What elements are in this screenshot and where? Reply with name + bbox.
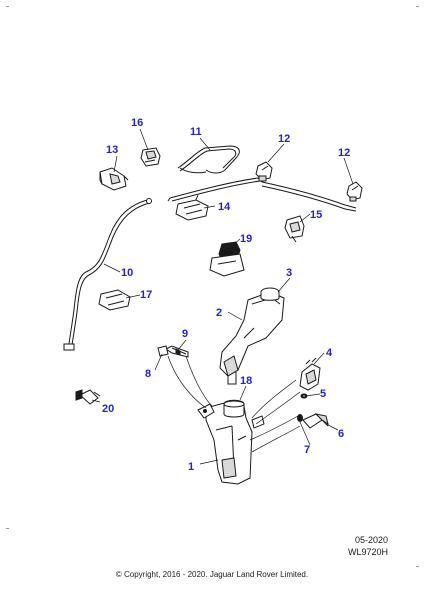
callout-17: 17 — [140, 289, 152, 301]
clip-part-16 — [140, 147, 161, 167]
bracket-part-17 — [98, 289, 131, 311]
date-code: 05-2020 — [354, 535, 388, 545]
bolt-part-9 — [165, 345, 189, 358]
hose-part-11 — [167, 145, 357, 212]
callout-13: 13 — [106, 144, 118, 156]
bracket-part-14 — [175, 194, 209, 221]
callout-12a: 12 — [278, 133, 290, 145]
callout-5: 5 — [320, 388, 326, 400]
nozzle-part-20 — [75, 389, 101, 405]
callout-4: 4 — [326, 347, 333, 359]
sensor-part-6 — [302, 413, 329, 429]
callout-10: 10 — [121, 267, 133, 279]
callout-12b: 12 — [338, 147, 350, 159]
jet-connector-12a — [255, 161, 273, 182]
corner-mark — [416, 566, 419, 567]
callout-20: 20 — [102, 403, 114, 415]
callout-2: 2 — [216, 307, 222, 319]
reservoir-part-1 — [197, 399, 265, 485]
drawing-reference: WL9720H — [347, 547, 388, 557]
callout-9: 9 — [182, 328, 188, 340]
bracket-part-19 — [209, 241, 245, 277]
corner-mark — [6, 528, 9, 529]
callout-8: 8 — [145, 368, 151, 380]
jet-connector-12b — [346, 181, 363, 202]
filler-neck-part-2 — [219, 291, 285, 385]
filler-cap-part-3 — [260, 287, 280, 301]
callout-18: 18 — [240, 375, 252, 387]
clip-part-13 — [99, 167, 129, 191]
callout-6: 6 — [338, 428, 344, 440]
callout-14: 14 — [218, 201, 231, 213]
callout-labels: 11 12 12 16 13 14 15 19 10 3 17 2 9 4 8 … — [102, 117, 350, 473]
corner-mark — [6, 6, 9, 7]
seal-part-7 — [297, 414, 303, 422]
callout-1: 1 — [188, 461, 194, 473]
pump-part-4 — [299, 357, 321, 391]
callout-15: 15 — [310, 209, 322, 221]
callout-7: 7 — [304, 444, 310, 456]
callout-16: 16 — [131, 117, 143, 129]
clip-part-15 — [284, 215, 305, 243]
grommet-part-8 — [157, 345, 169, 357]
leader-lines — [91, 128, 354, 465]
corner-mark — [416, 6, 419, 7]
callout-11: 11 — [190, 126, 202, 138]
callout-3: 3 — [286, 267, 292, 279]
copyright-notice: © Copyright, 2016 - 2020. Jaguar Land Ro… — [115, 570, 309, 579]
callout-19: 19 — [240, 233, 252, 245]
hose-part-10 — [63, 198, 152, 351]
